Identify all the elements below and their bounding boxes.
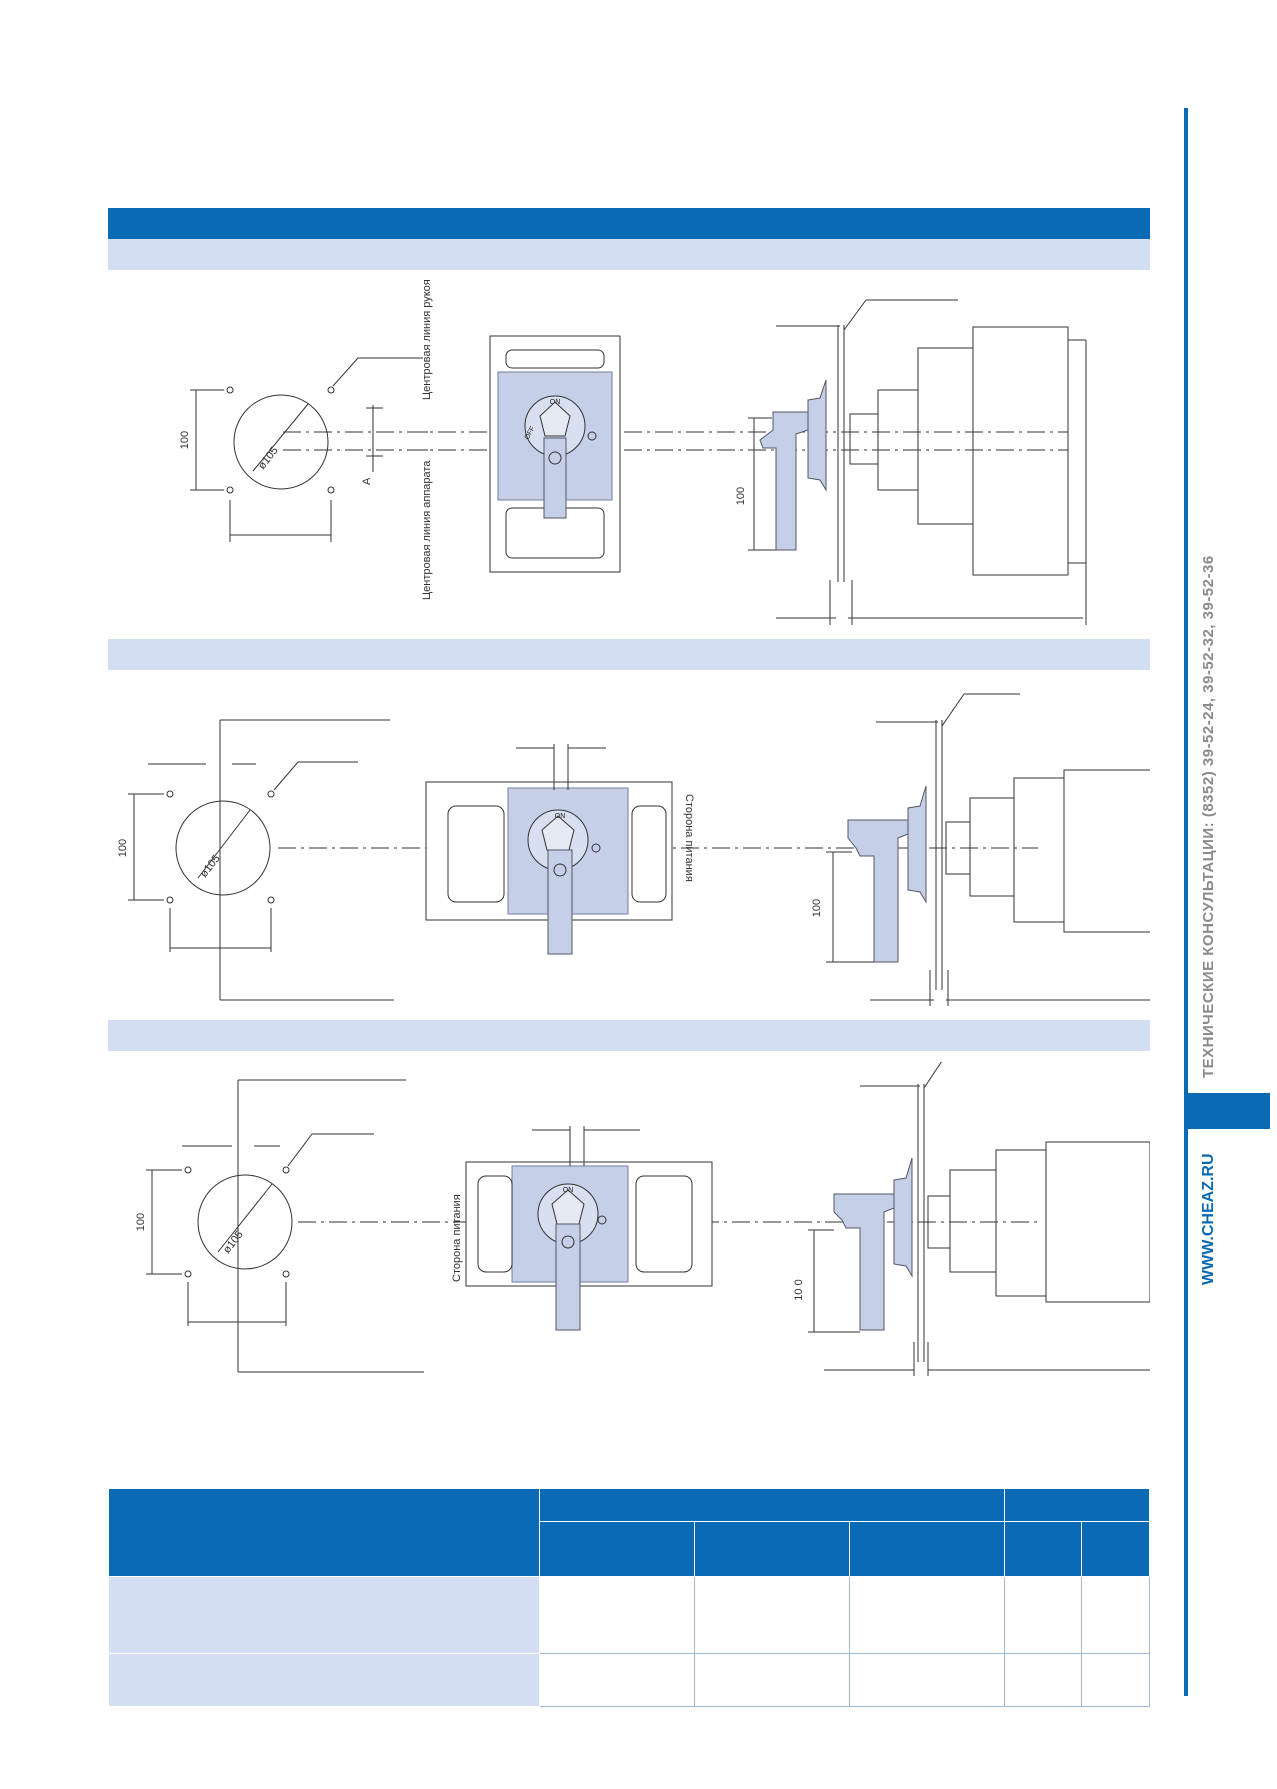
section-subheader-2	[108, 639, 1150, 670]
dim-a: A	[361, 477, 373, 485]
table-header-cell	[108, 1488, 540, 1577]
table-cell	[694, 1653, 850, 1707]
section-subheader-3	[108, 1020, 1150, 1051]
side-rule	[1184, 108, 1188, 1696]
dim-100-side: 100	[735, 487, 747, 505]
table-cell	[539, 1653, 695, 1707]
table-row	[108, 1576, 1150, 1654]
table-header-cell	[1004, 1488, 1150, 1522]
table-cell	[849, 1653, 1005, 1707]
table-cell	[1081, 1576, 1150, 1654]
drawing-1: ON OFF 100 ø105 A Центровая линия рукоят…	[179, 280, 1087, 625]
table-row	[108, 1653, 1150, 1707]
dim-100: 100	[179, 431, 191, 449]
label-supply-side: Сторона питания	[451, 1194, 463, 1282]
table-header-cell	[1081, 1521, 1150, 1577]
dim-100-side: 10 0	[793, 1279, 805, 1300]
table-cell	[108, 1653, 540, 1707]
label-device-line: Центровая линия аппарата	[421, 460, 433, 600]
table-cell	[539, 1576, 695, 1654]
on-label: ON	[563, 1187, 574, 1194]
on-label: ON	[555, 813, 566, 820]
table-header-cell	[1004, 1521, 1082, 1577]
on-label: ON	[550, 399, 561, 406]
label-handle-line: Центровая линия рукоятки	[421, 280, 433, 400]
table-cell	[1081, 1653, 1150, 1707]
table-header-cell	[539, 1521, 695, 1577]
table-cell	[1004, 1576, 1082, 1654]
side-contact-text: ТЕХНИЧЕСКИЕ КОНСУЛЬТАЦИИ: (8352) 39-52-2…	[1200, 555, 1217, 1078]
dim-100: 100	[117, 839, 129, 857]
dim-100: 100	[135, 1213, 147, 1231]
table-header-cell	[694, 1521, 850, 1577]
table-cell	[849, 1576, 1005, 1654]
table-cell	[1004, 1653, 1082, 1707]
section-header-bar	[108, 208, 1150, 239]
drawing-2: ON 100 ø105 Сторона питания 100	[117, 693, 1150, 1006]
table-header-cell	[849, 1521, 1005, 1577]
side-url-link[interactable]: WWW.CHEAZ.RU	[1200, 1153, 1217, 1285]
cutout-circle	[233, 394, 329, 490]
dim-100-side: 100	[811, 899, 823, 917]
section-subheader-1	[108, 239, 1150, 270]
spec-table	[108, 1488, 1150, 1707]
table-cell	[694, 1576, 850, 1654]
table-cell	[108, 1576, 540, 1654]
drawing-3: ON 100 ø105 Сторона питания 10 0	[135, 1062, 1150, 1376]
table-header-cell	[539, 1488, 1005, 1522]
side-tab	[1184, 1093, 1270, 1129]
label-supply-side: Сторона питания	[683, 794, 695, 882]
